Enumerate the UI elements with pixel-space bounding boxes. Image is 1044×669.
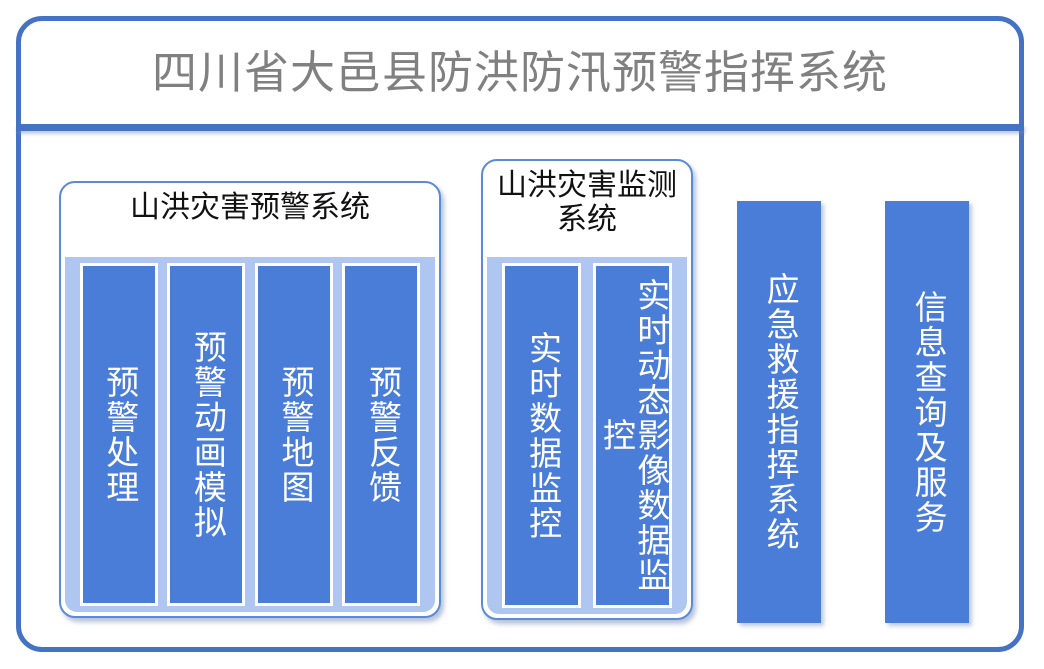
module-emergency-rescue-command-system[interactable]: 应急救援指挥系统 (737, 201, 821, 623)
panel-monitoring-system-body: 实时数据监控 实时动态影像数据监控 (487, 257, 687, 614)
app-header: 四川省大邑县防洪防汛预警指挥系统 (21, 21, 1019, 124)
module-warning-animation-simulation[interactable]: 预警动画模拟 (167, 263, 246, 606)
module-realtime-dynamic-image-data-monitoring[interactable]: 实时动态影像数据监控 (593, 263, 672, 608)
panel-monitoring-system-title: 山洪灾害监测系统 (497, 169, 677, 236)
modules-area: 山洪灾害预警系统 预警处理 预警动画模拟 预警地图 预警反馈 山洪灾害监测系统 … (21, 131, 1019, 651)
module-warning-processing[interactable]: 预警处理 (79, 263, 158, 606)
application-frame: 四川省大邑县防洪防汛预警指挥系统 山洪灾害预警系统 预警处理 预警动画模拟 预警… (16, 16, 1024, 652)
panel-warning-system-title: 山洪灾害预警系统 (130, 191, 370, 224)
module-warning-map[interactable]: 预警地图 (254, 263, 333, 606)
page-title: 四川省大邑县防洪防汛预警指挥系统 (151, 46, 888, 98)
header-divider (16, 124, 1024, 131)
module-realtime-data-monitoring[interactable]: 实时数据监控 (502, 263, 581, 608)
module-warning-feedback[interactable]: 预警反馈 (342, 263, 421, 606)
panel-warning-system[interactable]: 山洪灾害预警系统 预警处理 预警动画模拟 预警地图 预警反馈 (59, 181, 441, 618)
module-information-query-and-service[interactable]: 信息查询及服务 (885, 201, 969, 623)
panel-monitoring-system[interactable]: 山洪灾害监测系统 实时数据监控 实时动态影像数据监控 (481, 159, 693, 620)
panel-warning-system-body: 预警处理 预警动画模拟 预警地图 预警反馈 (65, 257, 435, 612)
